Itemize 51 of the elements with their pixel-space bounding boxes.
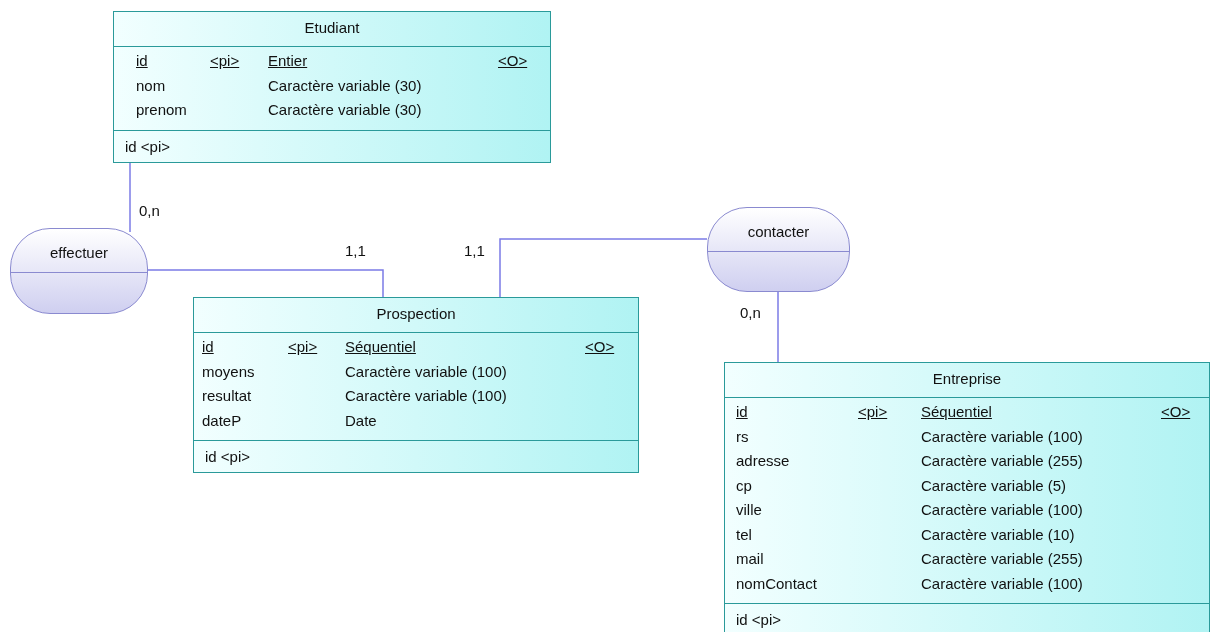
identifier-footer: id <pi> xyxy=(125,137,171,156)
attribute-name: nomContact xyxy=(736,574,817,593)
entity-table xyxy=(113,11,551,163)
association-name: effectuer xyxy=(48,244,110,261)
connector-line xyxy=(129,161,131,233)
mandatory-marker: <O> xyxy=(498,52,528,70)
data-type: Séquentiel xyxy=(921,403,992,421)
attribute-name: resultat xyxy=(202,387,252,405)
data-type: Séquentiel xyxy=(345,338,416,356)
entity-title: Prospection xyxy=(375,305,457,323)
association-name: contacter xyxy=(746,222,811,240)
entity-table xyxy=(193,297,639,473)
entity-title: Entreprise xyxy=(931,370,1003,388)
attribute-name: ville xyxy=(736,501,762,519)
attribute-name: prenom xyxy=(136,101,187,119)
attribute-name: dateP xyxy=(202,411,242,430)
data-type: Caractère variable (255) xyxy=(921,452,1083,470)
attribute-name: cp xyxy=(736,476,752,495)
data-type: Caractère variable (100) xyxy=(345,387,507,405)
connector-line xyxy=(499,238,708,298)
entity-title: Etudiant xyxy=(303,19,361,37)
data-type: Caractère variable (30) xyxy=(268,101,422,119)
attribute-name: id xyxy=(202,338,214,356)
entity-table xyxy=(724,362,1210,632)
identifier-marker: <pi> xyxy=(210,52,240,70)
data-type: Caractère variable (100) xyxy=(921,574,1083,593)
data-type: Date xyxy=(345,411,377,430)
connector-line xyxy=(777,291,779,363)
identifier-footer: id <pi> xyxy=(205,448,251,466)
attribute-name: mail xyxy=(736,550,764,568)
mandatory-marker: <O> xyxy=(1161,403,1191,421)
data-type: Caractère variable (100) xyxy=(345,362,507,381)
data-type: Caractère variable (10) xyxy=(921,525,1075,544)
data-type: Caractère variable (30) xyxy=(268,76,422,95)
mandatory-marker: <O> xyxy=(585,338,615,356)
identifier-marker: <pi> xyxy=(288,338,318,356)
attribute-name: rs xyxy=(736,427,749,446)
connector-line xyxy=(147,269,384,298)
data-type: Caractère variable (100) xyxy=(921,427,1083,446)
attribute-name: moyens xyxy=(202,362,255,381)
data-type: Caractère variable (5) xyxy=(921,476,1067,495)
attribute-name: nom xyxy=(136,76,166,95)
data-type: Caractère variable (255) xyxy=(921,550,1083,568)
attribute-name: id xyxy=(136,52,148,70)
identifier-footer: id <pi> xyxy=(736,611,782,629)
identifier-marker: <pi> xyxy=(858,403,888,421)
attribute-name: tel xyxy=(736,525,752,544)
data-type: Entier xyxy=(268,52,308,70)
attribute-name: id xyxy=(736,403,748,421)
data-type: Caractère variable (100) xyxy=(921,501,1083,519)
attribute-name: adresse xyxy=(736,452,790,470)
